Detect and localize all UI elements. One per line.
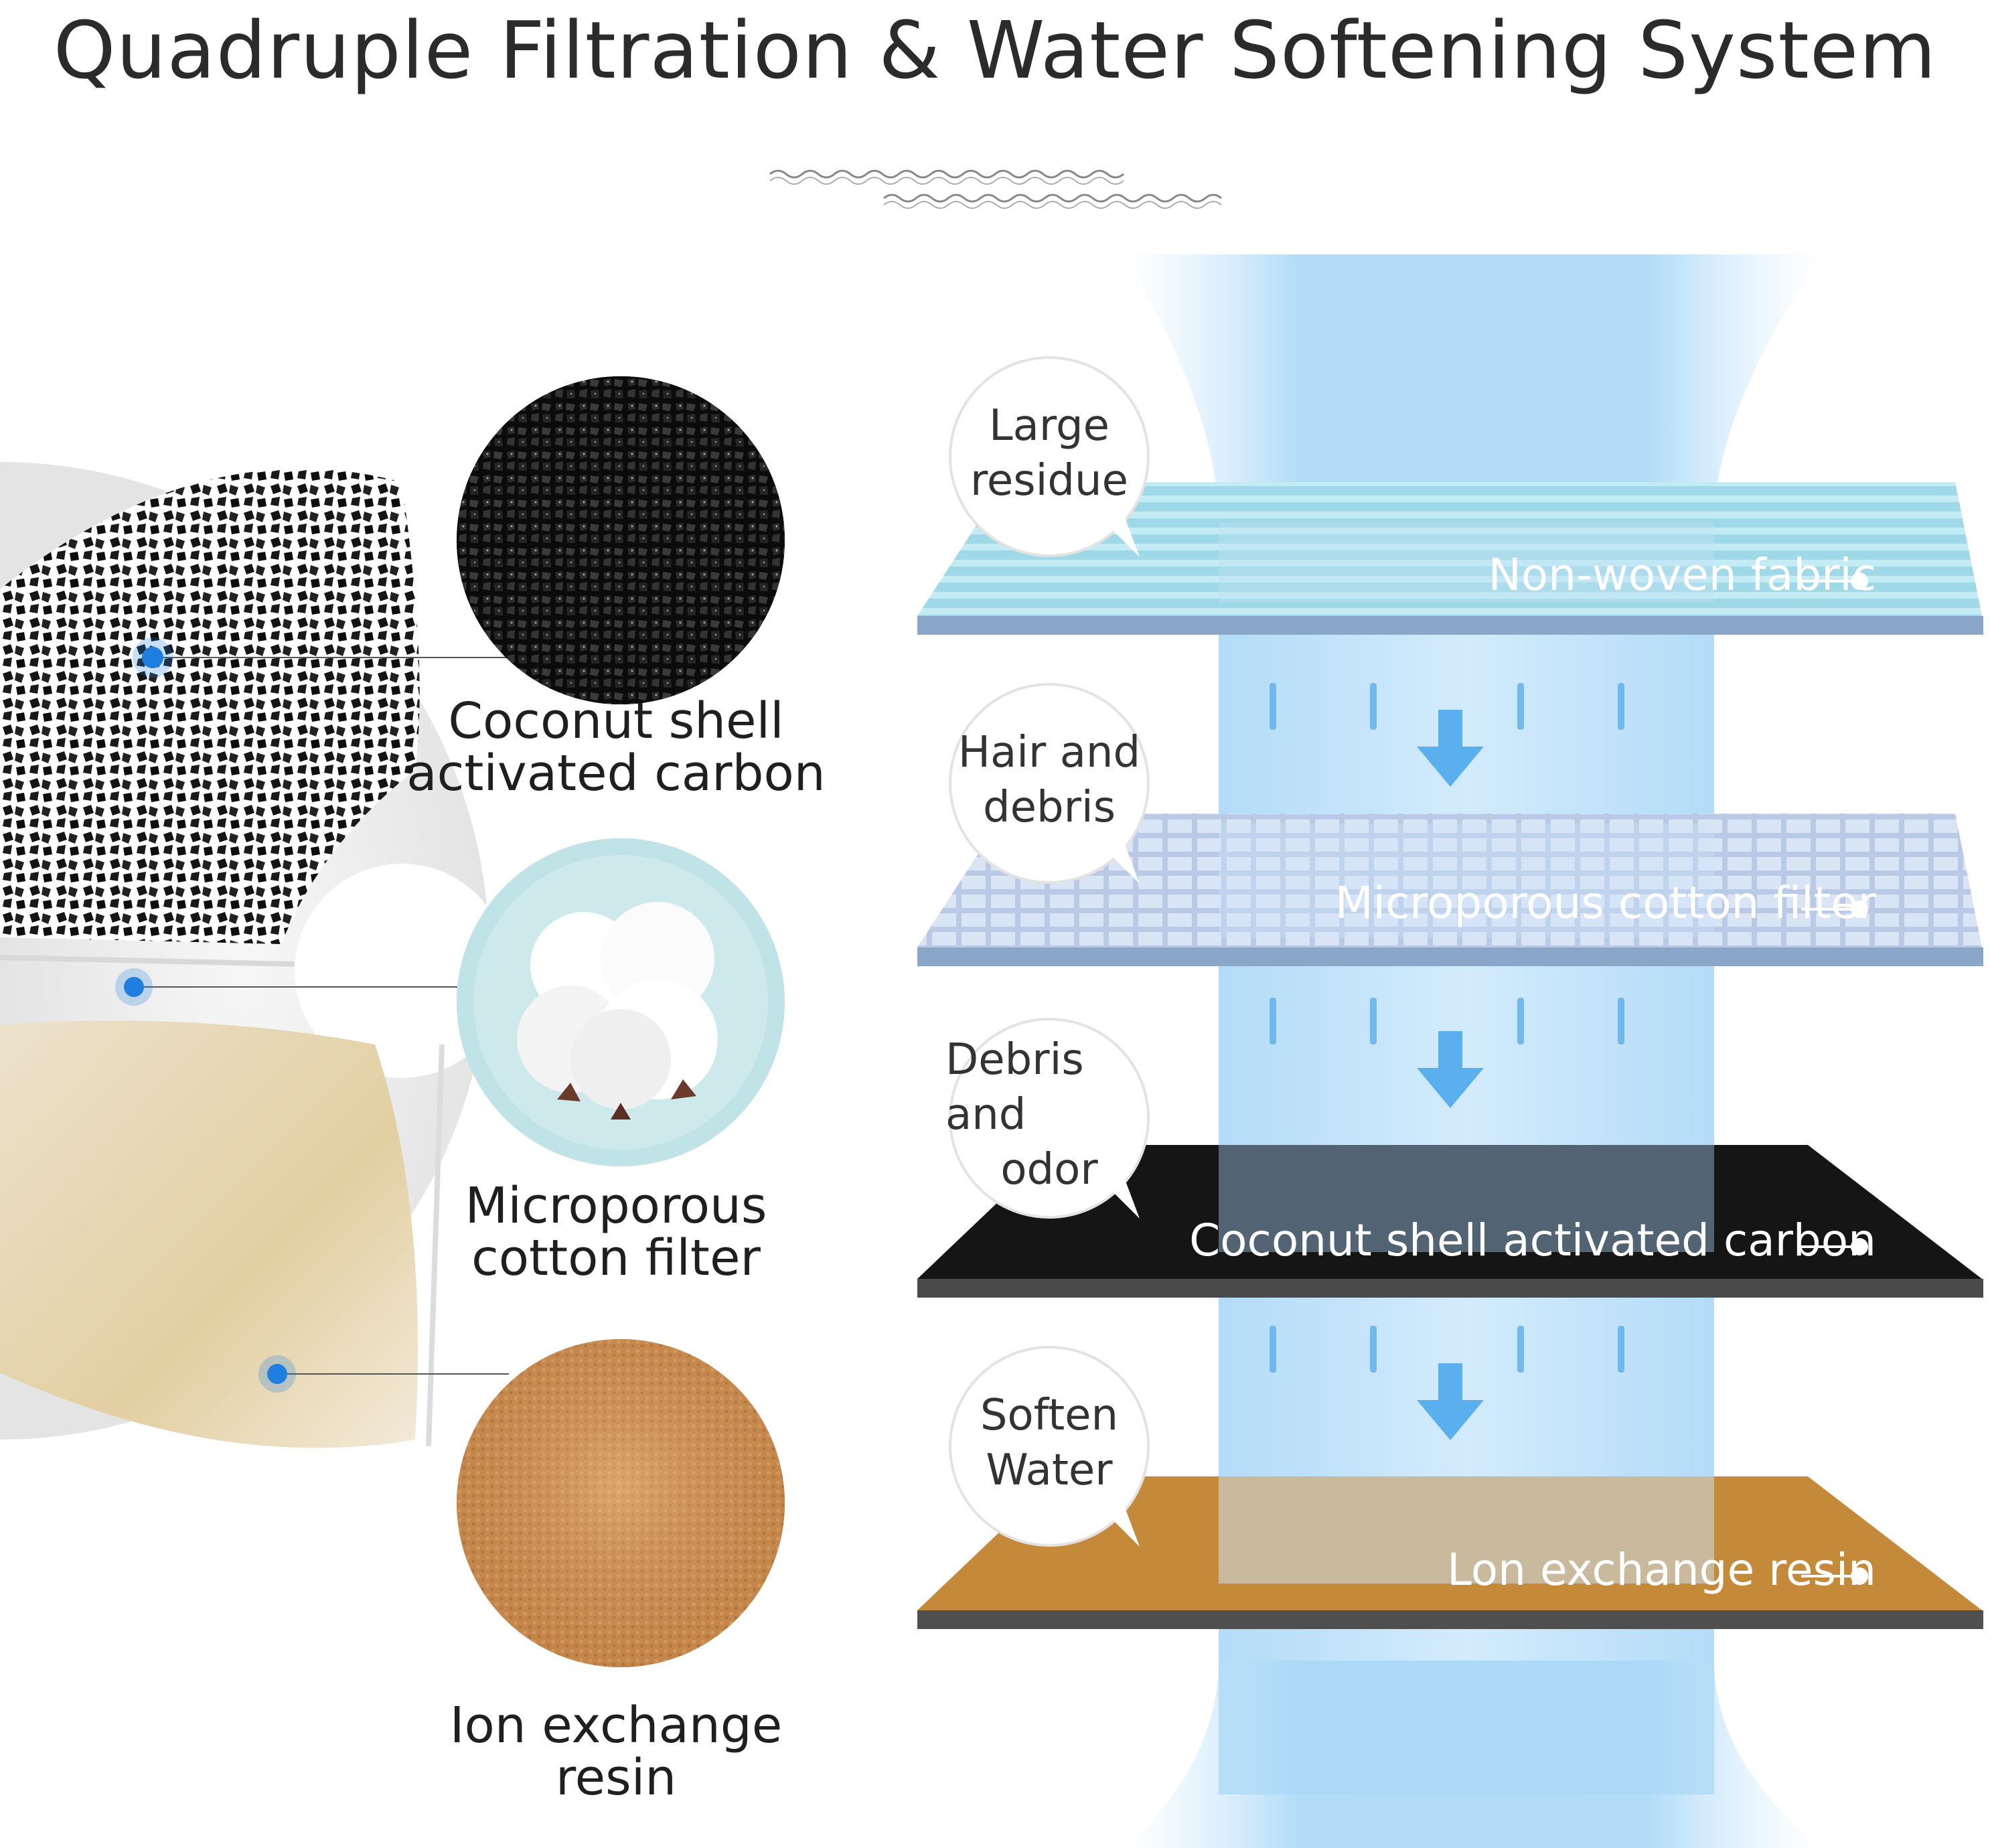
cotton-label: Microporous cotton filter bbox=[465, 1177, 767, 1287]
cotton-ball-circle bbox=[457, 838, 785, 1166]
filtration-stack bbox=[917, 254, 1983, 1848]
layer-non-woven-fabric bbox=[917, 482, 1983, 635]
resin-label: Ion exchange resin bbox=[449, 1697, 783, 1806]
bubble-text-line1: Debris and bbox=[945, 1035, 1084, 1140]
cotton-marker-dot bbox=[115, 968, 153, 1006]
layer-microporous-cotton bbox=[917, 814, 1983, 966]
leader-line-4 bbox=[1801, 1575, 1856, 1577]
carbon-marker-dot bbox=[133, 637, 173, 678]
activated-carbon-circle bbox=[457, 376, 785, 704]
filter-cartridge: Coconut shell activated carbon Microporo… bbox=[0, 0, 937, 1848]
bubble-text-line1: Hair and bbox=[958, 728, 1141, 777]
bubble-hair-debris: Hair and debris bbox=[945, 683, 1153, 891]
layer-activated-carbon bbox=[917, 1145, 1983, 1298]
leader-line-2 bbox=[1801, 908, 1856, 911]
resin-marker-dot bbox=[258, 1355, 296, 1393]
leader-dot-1 bbox=[1851, 572, 1868, 590]
bubble-text-line1: Soften bbox=[980, 1391, 1119, 1440]
bubble-large-residue: Large residue bbox=[945, 356, 1153, 564]
down-arrow-2-icon bbox=[1417, 1031, 1484, 1108]
bubble-text-line2: residue bbox=[970, 456, 1128, 506]
leader-dot-4 bbox=[1851, 1567, 1868, 1585]
bubble-text-line2: Water bbox=[986, 1446, 1113, 1495]
layer-label-ion-exchange-resin: Lon exchange resin bbox=[1447, 1544, 1876, 1596]
leader-line-3 bbox=[1801, 1245, 1856, 1248]
leader-dot-2 bbox=[1851, 901, 1868, 918]
down-arrow-3-icon bbox=[1417, 1363, 1484, 1440]
bubble-debris-odor: Debris and odor bbox=[945, 1018, 1153, 1225]
leader-dot-3 bbox=[1851, 1238, 1868, 1255]
wave-ornament bbox=[769, 169, 1222, 209]
layer-label-microporous-cotton-filter: Microporous cotton filter bbox=[1334, 877, 1876, 929]
bubble-text-line1: Large bbox=[988, 401, 1110, 451]
layer-label-non-woven-fabric: Non-woven fabric bbox=[1488, 549, 1876, 601]
cartridge-ring bbox=[0, 462, 623, 1448]
down-arrow-1-icon bbox=[1417, 710, 1484, 787]
page-title: Quadruple Filtration & Water Softening S… bbox=[53, 4, 1937, 96]
bubble-text-line2: debris bbox=[982, 783, 1116, 832]
bubble-text-line2: odor bbox=[1000, 1145, 1098, 1195]
resin-beads-circle bbox=[457, 1339, 785, 1667]
bubble-soften-water: Soften Water bbox=[945, 1346, 1153, 1553]
carbon-label: Coconut shell activated carbon bbox=[406, 692, 826, 802]
leader-line-1 bbox=[1801, 580, 1856, 583]
layer-label-activated-carbon: Coconut shell activated carbon bbox=[1189, 1215, 1876, 1266]
